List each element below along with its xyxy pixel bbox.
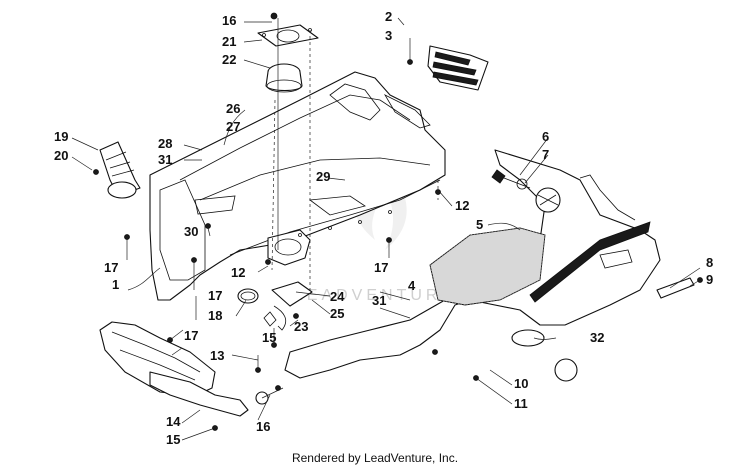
- callout-28: 28: [158, 136, 172, 151]
- hose-clamp: [237, 288, 259, 304]
- callout-17: 17: [104, 260, 118, 275]
- callout-3: 3: [385, 28, 392, 43]
- callout-31: 31: [158, 152, 172, 167]
- callout-11: 11: [514, 396, 528, 411]
- side-panel-right: [284, 149, 661, 382]
- callout-31b: 31: [372, 293, 386, 308]
- callout-13: 13: [210, 348, 224, 363]
- callout-29: 29: [316, 169, 330, 184]
- callout-19: 19: [54, 129, 68, 144]
- mesh-panel: [429, 227, 546, 306]
- callout-21: 21: [222, 34, 236, 49]
- callout-17c: 17: [208, 288, 222, 303]
- fasteners: [93, 12, 703, 431]
- callout-27: 27: [226, 119, 240, 134]
- callout-25: 25: [330, 306, 344, 321]
- callout-12: 12: [455, 198, 469, 213]
- rubber-boot: [265, 63, 303, 93]
- callout-18: 18: [208, 308, 222, 323]
- callout-4: 4: [408, 278, 416, 293]
- callout-17d: 17: [184, 328, 198, 343]
- callout-6: 6: [542, 129, 549, 144]
- callout-labels: 16 21 22 2 3 26 27 19 20 28 31 29 6 7 12…: [54, 9, 713, 447]
- callout-20: 20: [54, 148, 68, 163]
- callout-1: 1: [112, 277, 119, 292]
- callout-30: 30: [184, 224, 198, 239]
- callout-12b: 12: [231, 265, 245, 280]
- callout-7: 7: [542, 147, 549, 162]
- callout-10: 10: [514, 376, 528, 391]
- bracket-23: [263, 305, 287, 331]
- callout-16: 16: [222, 13, 236, 28]
- callout-26: 26: [226, 101, 240, 116]
- callout-24: 24: [330, 289, 345, 304]
- callout-32: 32: [590, 330, 604, 345]
- vent-louver: [427, 45, 489, 91]
- callout-22: 22: [222, 52, 236, 67]
- callout-23: 23: [294, 319, 308, 334]
- callout-16b: 16: [256, 419, 270, 434]
- rendered-by-footer: Rendered by LeadVenture, Inc.: [291, 451, 459, 465]
- callout-14: 14: [166, 414, 181, 429]
- callout-17b: 17: [374, 260, 388, 275]
- callout-15: 15: [262, 330, 276, 345]
- callout-8: 8: [706, 255, 713, 270]
- top-plate: [257, 24, 319, 47]
- belly-pan-upper: [149, 71, 446, 307]
- callout-2: 2: [385, 9, 392, 24]
- cap-disc: [535, 187, 561, 213]
- callout-9: 9: [706, 272, 713, 287]
- callout-5: 5: [476, 217, 483, 232]
- callout-15b: 15: [166, 432, 180, 447]
- intake-cone: [99, 141, 141, 199]
- watermark-text: LEADVENTURE: [294, 287, 456, 304]
- bolt-6-7: [491, 169, 531, 190]
- plate-bracket: [656, 277, 695, 299]
